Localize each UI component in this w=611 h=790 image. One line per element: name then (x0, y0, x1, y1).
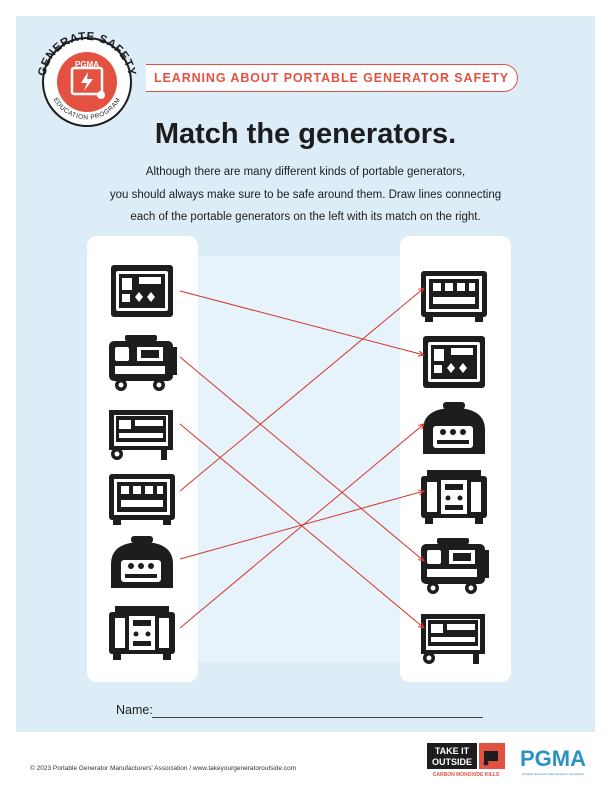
compact-framed-generator-icon[interactable] (417, 265, 491, 325)
inverter-generator-icon[interactable] (105, 534, 179, 594)
banner: LEARNING ABOUT PORTABLE GENERATOR SAFETY (146, 64, 518, 92)
matching-area (198, 256, 400, 662)
intro-line: Although there are many different kinds … (145, 166, 466, 178)
framed-wheeled-generator-icon[interactable] (105, 402, 179, 462)
intro-paragraph: Although there are many different kinds … (60, 161, 551, 229)
compact-framed-generator-icon[interactable] (105, 468, 179, 528)
name-input-line[interactable] (152, 717, 483, 718)
tio-tagline: CARBON MONOXIDE KILLS (433, 772, 500, 778)
take-it-outside-logo: TAKE IT OUTSIDE CARBON MONOXIDE KILLS (427, 743, 505, 778)
intro-line: each of the portable generators on the l… (130, 211, 481, 223)
tio-line2: OUTSIDE (432, 757, 472, 767)
pgma-wordmark: PGMA (520, 746, 586, 771)
right-generator-column (400, 236, 511, 682)
open-frame-generator-icon[interactable] (417, 332, 491, 392)
inverter-generator-icon[interactable] (417, 400, 491, 460)
intro-line: you should always make sure to be safe a… (109, 188, 502, 201)
banner-text: LEARNING ABOUT PORTABLE GENERATOR SAFETY (154, 71, 509, 85)
badge-logo: PGMA (75, 60, 99, 69)
copyright-text: © 2023 Portable Generator Manufacturers'… (30, 765, 297, 772)
tio-line1: TAKE IT (435, 746, 470, 756)
page-title: Match the generators. (154, 118, 457, 150)
wheeled-generator-icon[interactable] (417, 536, 491, 596)
name-label: Name: (116, 703, 153, 717)
generate-safety-badge-icon: GENERATE SAFETY PGMA EDUCATION PROGRAM (36, 31, 137, 127)
open-frame-generator-icon[interactable] (105, 261, 179, 321)
dual-panel-generator-icon[interactable] (105, 604, 179, 664)
pgma-logo: PGMA Portable Generator Manufacturers' A… (520, 746, 586, 776)
dual-panel-generator-icon[interactable] (417, 468, 491, 528)
wheeled-generator-icon[interactable] (105, 333, 179, 393)
left-generator-column (87, 236, 198, 682)
pgma-tagline: Portable Generator Manufacturers' Associ… (522, 772, 584, 776)
framed-wheeled-generator-icon[interactable] (417, 606, 491, 666)
